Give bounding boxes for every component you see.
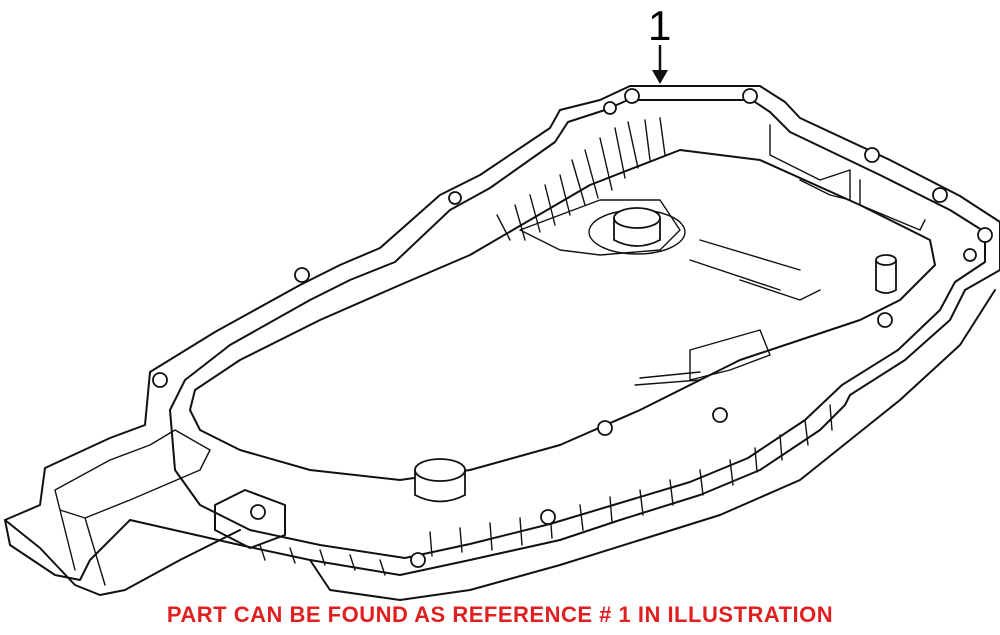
pan-ribs	[259, 117, 833, 576]
drain-boss-upper	[588, 207, 686, 255]
bolt-holes	[152, 88, 993, 568]
callout-arrow	[652, 45, 668, 84]
drain-boss-lower	[414, 458, 466, 503]
pan-outer-flange	[4, 85, 1000, 581]
pan-skirt	[4, 289, 996, 601]
pan-internal-features	[519, 124, 926, 386]
pan-inner-rim	[169, 99, 986, 559]
standoff-post	[875, 254, 897, 294]
callout-number: 1	[648, 2, 671, 49]
pan-floor	[189, 149, 936, 481]
pan-left-extension	[54, 429, 211, 586]
tab-bolt-hole	[250, 504, 266, 520]
reference-caption: PART CAN BE FOUND AS REFERENCE # 1 IN IL…	[166, 602, 834, 627]
mounting-tab	[214, 489, 286, 549]
